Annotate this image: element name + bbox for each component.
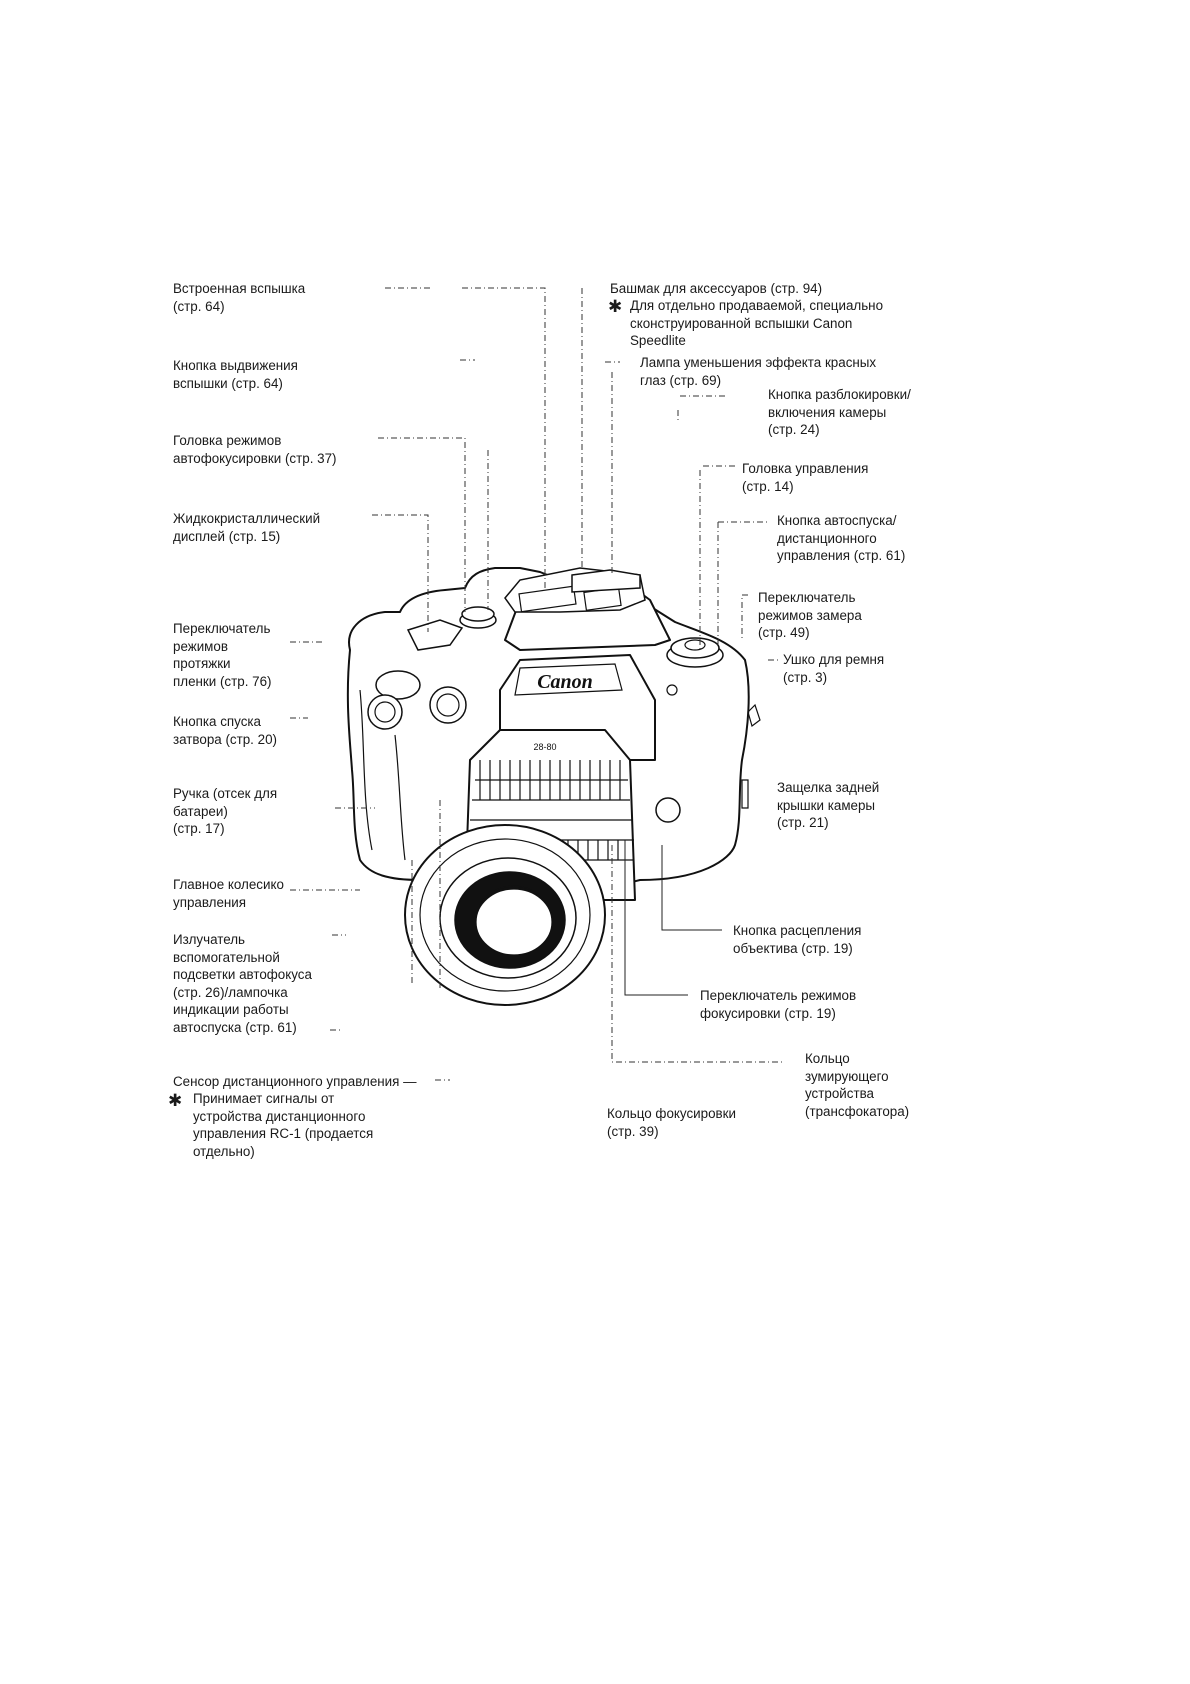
- label-red-eye-lamp: Лампа уменьшения эффекта красных глаз (с…: [640, 355, 877, 388]
- lcd-panel: [406, 619, 464, 651]
- label-lcd-panel: Жидкокристаллический дисплей (стр. 15): [173, 511, 321, 544]
- label-remote-sensor: Сенсор дистанционного управления —: [173, 1074, 417, 1089]
- af-assist-lamp-body: [429, 686, 467, 724]
- label-accessory-shoe: Башмак для аксессуаров (стр. 94): [610, 281, 823, 296]
- label-focus-mode-switch: Переключатель режимов фокусировки (стр. …: [700, 988, 857, 1021]
- command-dial-top: [670, 637, 720, 659]
- camera-illustration: Canon 28-80: [346, 567, 761, 1006]
- label-grip: Ручка (отсек для батареи) (стр. 17): [173, 786, 278, 837]
- label-zoom-ring: Кольцо зумирующего устройства (трансфока…: [805, 1051, 910, 1119]
- label-shutter-button: Кнопка спуска затвора (стр. 20): [173, 714, 277, 747]
- grip-contour: [359, 689, 406, 861]
- label-accessory-shoe-note: Для отдельно продаваемой, специально ско…: [630, 298, 884, 349]
- zoom-ring: [470, 760, 632, 821]
- flash-window: [518, 585, 577, 613]
- label-af-assist: Излучатель вспомогательной подсветки авт…: [173, 932, 312, 1035]
- label-self-timer-button: Кнопка автоспуска/ дистанционного управл…: [777, 513, 906, 564]
- shutter-button-body: [367, 694, 403, 730]
- note-marker-icon: ✱: [168, 1091, 183, 1110]
- grip-dial: [375, 670, 421, 700]
- red-eye-lamp: [666, 684, 678, 696]
- af-mode-dial-top: [461, 606, 495, 622]
- brand-logo: Canon: [537, 671, 593, 693]
- label-lens-release-button: Кнопка расцепления объектива (стр. 19): [733, 923, 862, 956]
- label-metering-switch: Переключатель режимов замера (стр. 49): [758, 590, 862, 641]
- label-builtin-flash: Встроенная вспышка (стр. 64): [173, 281, 306, 314]
- label-command-dial: Головка управления (стр. 14): [742, 461, 869, 494]
- brand-badge: [514, 663, 623, 696]
- command-dial-center: [684, 639, 706, 651]
- lens-front-inner-ring: [419, 838, 591, 992]
- strap-eyelet: [747, 703, 761, 728]
- lens-front-highlight: [475, 888, 553, 956]
- lens-glare: [479, 885, 541, 906]
- label-flash-popup-button: Кнопка выдвижения вспышки (стр. 64): [173, 358, 298, 391]
- accessory-shoe: [571, 569, 641, 593]
- label-remote-sensor-note: Принимает сигналы от устройства дистанци…: [193, 1091, 374, 1159]
- note-marker-icon: ✱: [608, 297, 623, 316]
- af-assist-lamp-face: [436, 693, 460, 717]
- leader-lines: [290, 287, 785, 1081]
- lens-marking: 28-80: [533, 742, 556, 752]
- back-cover-latch: [741, 779, 749, 809]
- lens-release-button: [655, 797, 681, 823]
- label-camera-unlock-button: Кнопка разблокировки/ включения камеры (…: [768, 387, 911, 438]
- label-main-dial: Главное колесико управления: [173, 877, 284, 910]
- label-strap-eyelet: Ушко для ремня (стр. 3): [783, 652, 885, 685]
- label-focus-ring: Кольцо фокусировки (стр. 39): [607, 1106, 736, 1139]
- label-film-advance-switch: Переключатель режимов протяжки пленки (с…: [173, 621, 272, 689]
- label-af-mode-dial: Головка режимов автофокусировки (стр. 37…: [173, 433, 337, 466]
- shutter-button-face: [374, 701, 396, 723]
- label-back-cover-latch: Защелка задней крышки камеры (стр. 21): [777, 780, 880, 831]
